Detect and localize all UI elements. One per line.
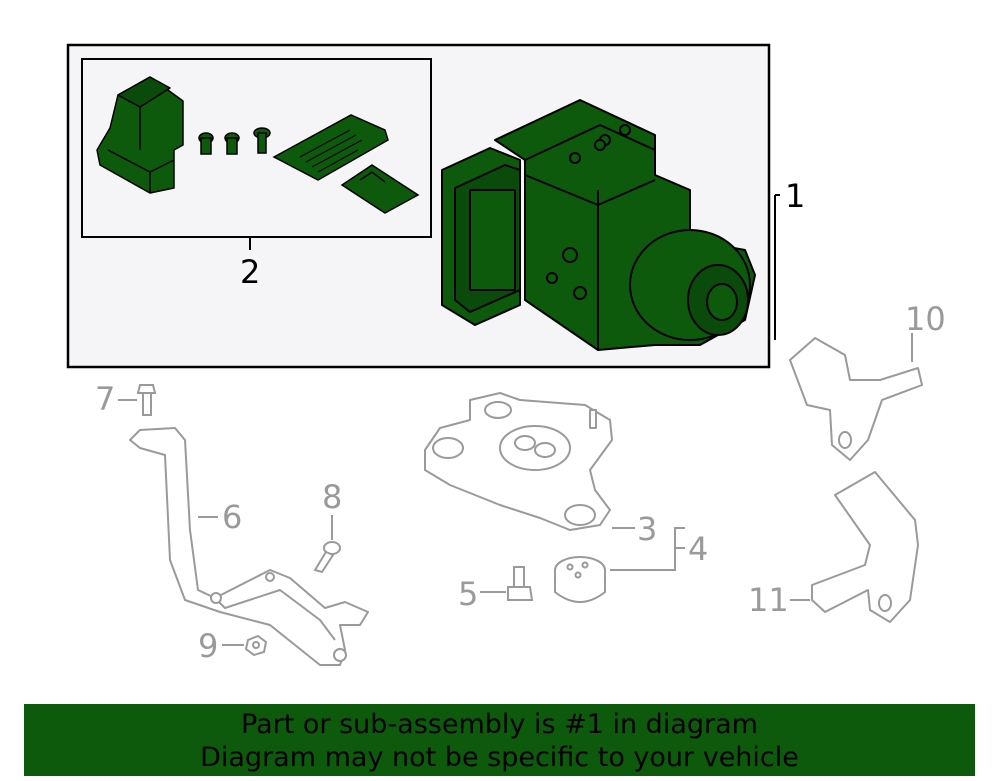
bracket-arm-6-icon[interactable] [129, 427, 369, 666]
callout-11[interactable]: 11 [748, 581, 789, 619]
callout-9[interactable]: 9 [198, 627, 218, 665]
instruction-sheet-icon[interactable] [272, 114, 389, 181]
callout-1[interactable]: 1 [785, 177, 805, 215]
callout-6[interactable]: 6 [222, 498, 242, 536]
mount-bracket-3-icon[interactable] [424, 392, 613, 531]
insulator-4-icon[interactable] [554, 556, 606, 603]
callout-5[interactable]: 5 [458, 575, 478, 613]
nut-9-icon[interactable] [244, 634, 268, 657]
banner-line-2: Diagram may not be specific to your vehi… [200, 742, 799, 773]
bracket-kit-icon[interactable] [96, 76, 184, 194]
callout-2[interactable]: 2 [240, 253, 260, 291]
leader-lines [118, 333, 913, 646]
abs-module-icon[interactable] [441, 99, 756, 351]
callout-4[interactable]: 4 [688, 530, 708, 568]
callout-7[interactable]: 7 [95, 380, 115, 418]
callout-8[interactable]: 8 [322, 478, 342, 516]
speed-sensor-11-icon[interactable] [811, 471, 919, 623]
callout-3[interactable]: 3 [637, 510, 657, 548]
info-banner: Part or sub-assembly is #1 in diagram Di… [24, 704, 975, 776]
bolt-7-icon[interactable] [136, 384, 157, 416]
label-card-icon[interactable] [340, 164, 420, 214]
screw-icon[interactable] [198, 127, 271, 155]
bolt-8-icon[interactable] [313, 541, 341, 574]
callout-10[interactable]: 10 [905, 300, 946, 338]
banner-line-1: Part or sub-assembly is #1 in diagram [241, 709, 758, 740]
bolt-5-icon[interactable] [507, 566, 534, 601]
speed-sensor-10-icon[interactable] [789, 337, 923, 461]
